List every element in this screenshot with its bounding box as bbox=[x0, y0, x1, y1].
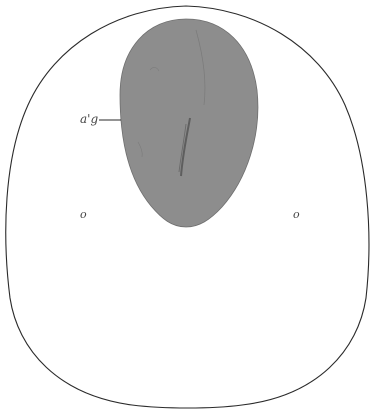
label-area-germinativa: a'g bbox=[80, 113, 98, 125]
label-left-mark: o bbox=[80, 209, 87, 220]
label-right-mark: o bbox=[293, 209, 300, 220]
